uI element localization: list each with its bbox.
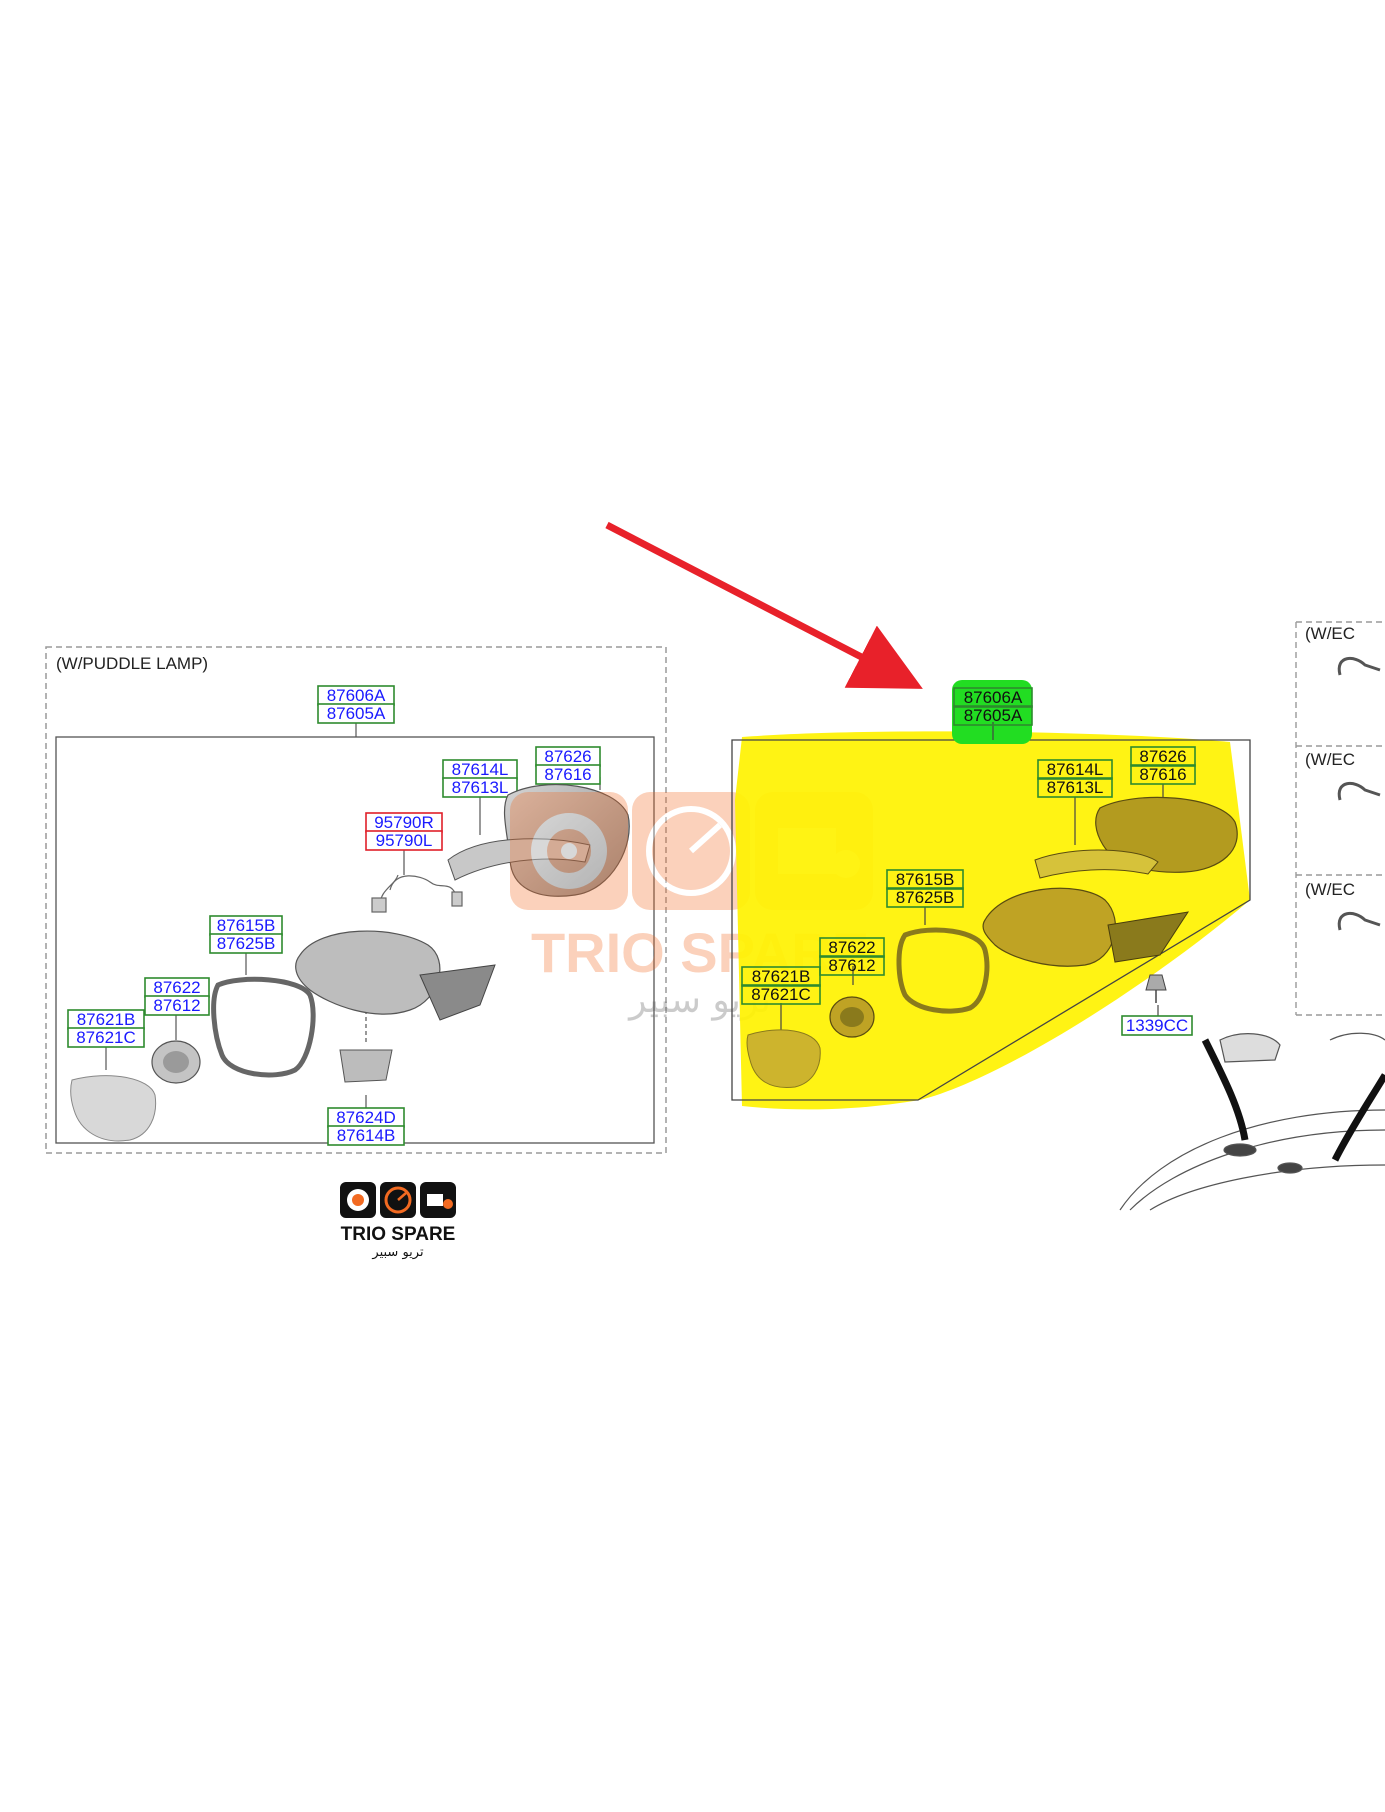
label-87614l-right[interactable]: 87614L — [1037, 759, 1113, 780]
svg-text:87626: 87626 — [1139, 747, 1186, 766]
label-87615b-left[interactable]: 87615B — [209, 915, 283, 936]
svg-text:87606A: 87606A — [964, 688, 1023, 707]
right-part-mirror-glass — [746, 1029, 821, 1089]
svg-text:87612: 87612 — [828, 956, 875, 975]
left-panel-header: (W/PUDDLE LAMP) — [56, 654, 208, 673]
label-87621c-left[interactable]: 87621C — [67, 1027, 145, 1048]
svg-text:87614L: 87614L — [452, 760, 509, 779]
left-part-holder — [151, 1040, 201, 1084]
svg-text:87625B: 87625B — [896, 888, 955, 907]
label-87612-right[interactable]: 87612 — [819, 955, 885, 976]
svg-text:87626: 87626 — [544, 747, 591, 766]
green-highlight — [952, 680, 1032, 744]
svg-text:87614L: 87614L — [1047, 760, 1104, 779]
svg-text:87622: 87622 — [828, 938, 875, 957]
left-part-actuator-housing — [295, 930, 496, 1021]
svg-text:87621C: 87621C — [76, 1028, 136, 1047]
right-part-screw — [1145, 974, 1167, 1003]
svg-text:87613L: 87613L — [1047, 778, 1104, 797]
left-leader-lines — [105, 723, 601, 1108]
label-87621b-left[interactable]: 87621B — [67, 1009, 145, 1030]
right-part-actuator-housing — [982, 887, 1190, 967]
label-87614l-left[interactable]: 87614L — [442, 759, 518, 780]
left-panel-dashed-border — [45, 646, 667, 1154]
right-part-turn-lamp-cover — [1034, 849, 1159, 879]
left-part-puddle-lamp — [339, 1049, 393, 1083]
label-87612-left[interactable]: 87612 — [144, 995, 210, 1016]
logo-arabic: تريو سبير — [371, 1245, 424, 1260]
svg-text:87613L: 87613L — [452, 778, 509, 797]
svg-text:87624D: 87624D — [336, 1108, 396, 1127]
svg-text:87615B: 87615B — [217, 916, 276, 935]
side-header-1: (W/EC — [1305, 624, 1355, 643]
label-87622-right[interactable]: 87622 — [819, 937, 885, 958]
label-87621b-right[interactable]: 87621B — [741, 966, 821, 987]
label-87625b-right[interactable]: 87625B — [886, 887, 964, 908]
label-87605a-left[interactable]: 87605A — [317, 703, 395, 724]
svg-text:87616: 87616 — [544, 765, 591, 784]
left-part-mirror-glass — [70, 1075, 157, 1142]
right-part-holder — [829, 996, 875, 1038]
svg-text:87625B: 87625B — [217, 934, 276, 953]
label-87613l-right[interactable]: 87613L — [1037, 777, 1113, 798]
label-87616-left[interactable]: 87616 — [535, 764, 601, 785]
svg-text:87616: 87616 — [1139, 765, 1186, 784]
left-part-turn-lamp-cover — [447, 838, 591, 881]
svg-text:87615B: 87615B — [896, 870, 955, 889]
label-87626-left[interactable]: 87626 — [535, 746, 601, 767]
label-87622-left[interactable]: 87622 — [144, 977, 210, 998]
label-1339cc-right[interactable]: 1339CC — [1121, 1015, 1193, 1036]
label-87613l-left[interactable]: 87613L — [442, 777, 518, 798]
svg-text:95790L: 95790L — [376, 831, 433, 850]
svg-text:87621C: 87621C — [751, 985, 811, 1004]
left-part-frame — [211, 976, 316, 1078]
side-header-3: (W/EC — [1305, 880, 1355, 899]
side-header-2: (W/EC — [1305, 750, 1355, 769]
label-87624d-left[interactable]: 87624D — [327, 1107, 405, 1128]
svg-text:95790R: 95790R — [374, 813, 434, 832]
svg-text:87606A: 87606A — [327, 686, 386, 705]
left-panel: (W/PUDDLE LAMP) 87606A 87605A 87614L — [45, 646, 667, 1154]
svg-text:87614B: 87614B — [337, 1126, 396, 1145]
svg-text:87621B: 87621B — [77, 1010, 136, 1029]
left-part-wiring — [371, 874, 463, 913]
right-panel-outline — [731, 739, 1251, 1101]
watermark-speaker-icon — [510, 792, 628, 910]
svg-text:87612: 87612 — [153, 996, 200, 1015]
svg-text:87605A: 87605A — [964, 706, 1023, 725]
label-87615b-right[interactable]: 87615B — [886, 869, 964, 890]
label-87626-right[interactable]: 87626 — [1130, 746, 1196, 767]
red-pointer-arrow — [605, 521, 923, 689]
label-87621c-right[interactable]: 87621C — [741, 984, 821, 1005]
vehicle-sketch — [1119, 1032, 1385, 1211]
side-boxes: (W/EC (W/EC (W/EC — [1295, 621, 1385, 1016]
label-87606a-right[interactable]: 87606A — [953, 687, 1033, 708]
label-87625b-left[interactable]: 87625B — [209, 933, 283, 954]
svg-text:1339CC: 1339CC — [1126, 1016, 1188, 1035]
label-95790l-left[interactable]: 95790L — [365, 830, 443, 851]
logo-brand: TRIO SPARE — [341, 1224, 456, 1245]
label-87614b-left[interactable]: 87614B — [327, 1125, 405, 1146]
right-part-frame — [896, 927, 990, 1014]
right-panel: 87606A 87605A 87614L 87613L 87626 87616 … — [605, 521, 1385, 1211]
watermark-gauge-icon — [632, 792, 750, 910]
svg-text:87621B: 87621B — [752, 967, 811, 986]
label-87605a-right[interactable]: 87605A — [953, 705, 1033, 726]
label-87616-right[interactable]: 87616 — [1130, 764, 1196, 785]
label-87606a-left[interactable]: 87606A — [317, 685, 395, 706]
label-95790r-left[interactable]: 95790R — [365, 812, 443, 833]
svg-text:87622: 87622 — [153, 978, 200, 997]
brand-logo: TRIO SPARE تريو سبير — [340, 1182, 456, 1260]
svg-text:87605A: 87605A — [327, 704, 386, 723]
